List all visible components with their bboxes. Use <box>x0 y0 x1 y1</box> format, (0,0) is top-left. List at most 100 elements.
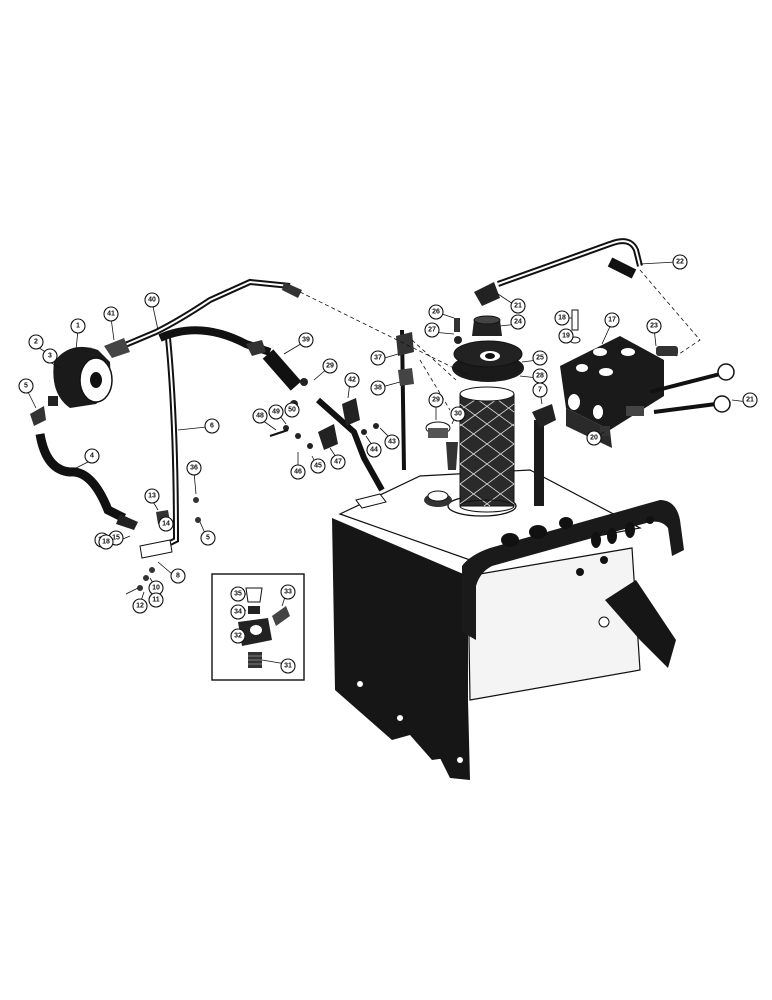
callout-number: 5 <box>206 535 210 542</box>
tank-right-leg <box>605 580 676 668</box>
hose-4 <box>35 433 127 523</box>
filter-mesh <box>459 393 515 507</box>
callout-number: 39 <box>302 337 310 344</box>
callout-number: 44 <box>370 447 378 454</box>
tank-side-panel <box>332 518 468 760</box>
callout-number: 11 <box>152 597 160 604</box>
callout-number: 40 <box>148 297 156 304</box>
valve-lever-upper <box>649 372 721 394</box>
callout-39: 39 <box>298 332 314 348</box>
callout-number: 35 <box>234 591 242 598</box>
tank-end-plate <box>462 500 684 640</box>
callout-circle <box>144 292 160 308</box>
end-plate-holes <box>501 516 654 576</box>
fitting-37 <box>396 332 414 356</box>
callout-5: 5 <box>18 378 34 394</box>
callout-number: 18 <box>558 315 566 322</box>
callout-31: 31 <box>280 658 296 674</box>
callout-number: 38 <box>374 385 382 392</box>
callout-circle <box>144 488 160 504</box>
callout-number: 34 <box>234 609 242 616</box>
callout-35: 35 <box>230 586 246 602</box>
callout-circle <box>18 378 34 394</box>
callout-circle <box>280 658 296 674</box>
callout-46: 46 <box>290 464 306 480</box>
callout-number: 21 <box>514 303 522 310</box>
callout-number: 29 <box>326 363 334 370</box>
flow-guides <box>299 269 701 411</box>
callout-number: 14 <box>162 521 170 528</box>
callout-number: 13 <box>148 493 156 500</box>
callout-circle <box>384 434 400 450</box>
callout-43: 43 <box>384 434 400 450</box>
callout-number: 23 <box>650 323 658 330</box>
callout-circle <box>158 516 174 532</box>
callout-circle <box>298 332 314 348</box>
callout-45: 45 <box>310 458 326 474</box>
callout-number: 12 <box>136 603 144 610</box>
callout-number: 19 <box>562 333 570 340</box>
callout-13: 13 <box>144 488 160 504</box>
callout-49: 49 <box>268 404 284 420</box>
callout-number: 22 <box>676 259 684 266</box>
callout-50: 50 <box>284 402 300 418</box>
callout-circle <box>586 430 602 446</box>
callout-number: 31 <box>284 663 292 670</box>
callout-number: 47 <box>334 459 342 466</box>
callout-3: 3 <box>42 348 58 364</box>
callout-18: 18 <box>554 310 570 326</box>
control-valve <box>560 336 735 448</box>
callout-number: 30 <box>454 411 462 418</box>
callout-26: 26 <box>428 304 444 320</box>
callout-circle <box>558 328 574 344</box>
callout-circle <box>672 254 688 270</box>
callout-number: 10 <box>152 585 160 592</box>
callout-36: 36 <box>186 460 202 476</box>
callout-circle <box>204 418 220 434</box>
callout-number: 5 <box>24 383 28 390</box>
callout-42: 42 <box>344 372 360 388</box>
callout-37: 37 <box>370 350 386 366</box>
callout-number: 15 <box>112 535 120 542</box>
callout-29: 29 <box>322 358 338 374</box>
callout-circle <box>646 318 662 334</box>
callout-circle <box>200 530 216 546</box>
callout-circle <box>450 406 466 422</box>
callout-number: 24 <box>514 319 522 326</box>
callout-number: 20 <box>590 435 598 442</box>
callout-2: 2 <box>28 334 44 350</box>
callout-38: 38 <box>370 380 386 396</box>
callout-20: 20 <box>586 430 602 446</box>
elbow-fitting-21 <box>474 282 500 306</box>
callout-number: 21 <box>746 397 754 404</box>
callout-number: 25 <box>536 355 544 362</box>
callout-14: 14 <box>158 516 174 532</box>
reservoir-tank <box>332 469 684 780</box>
callout-number: 27 <box>428 327 436 334</box>
callout-number: 41 <box>107 311 115 318</box>
callout-32: 32 <box>230 628 246 644</box>
callout-circle <box>284 402 300 418</box>
callout-17: 17 <box>604 312 620 328</box>
callout-circle <box>322 358 338 374</box>
callout-number: 1 <box>76 323 80 330</box>
callout-23: 23 <box>646 318 662 334</box>
callout-33: 33 <box>280 584 296 600</box>
callout-circle <box>424 322 440 338</box>
callout-number: 37 <box>374 355 382 362</box>
callout-circle <box>170 568 186 584</box>
callout-28: 28 <box>532 368 548 384</box>
callout-circle <box>510 314 526 330</box>
callout-24: 24 <box>510 314 526 330</box>
callout-47: 47 <box>330 454 346 470</box>
callout-number: 36 <box>190 465 198 472</box>
callout-18: 18 <box>98 534 114 550</box>
callout-30: 30 <box>450 406 466 422</box>
callout-circle <box>366 442 382 458</box>
callout-circle <box>532 382 548 398</box>
callout-circle <box>428 304 444 320</box>
callout-number: 28 <box>536 373 544 380</box>
pipe-36 <box>316 397 385 492</box>
callout-circle <box>132 598 148 614</box>
